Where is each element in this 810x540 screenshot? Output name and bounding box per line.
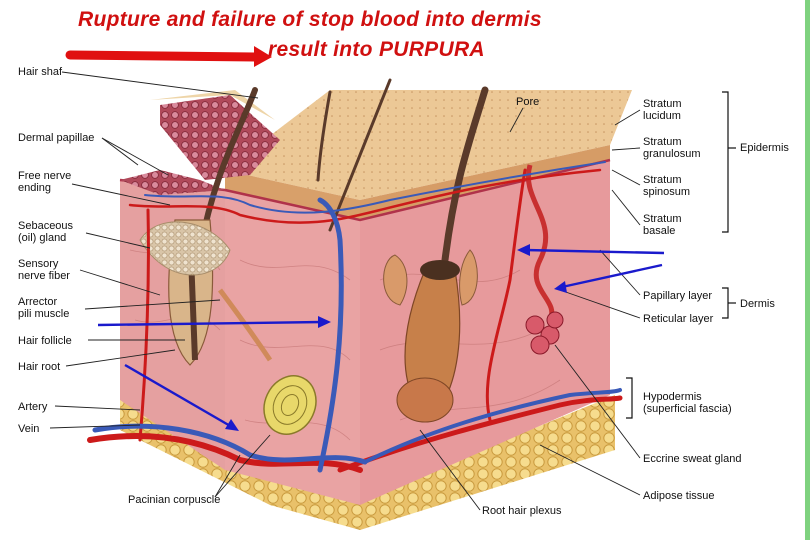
label-pacinian-corpuscle: Pacinian corpuscle — [128, 494, 221, 506]
label-hair-shaft: Hair shaf — [18, 66, 63, 78]
label-sensory-2: nerve fiber — [18, 270, 70, 282]
label-hair-follicle: Hair follicle — [18, 335, 72, 347]
title-line-2: result into PURPURA — [268, 38, 485, 61]
label-stratum-basale-1: Stratum — [643, 213, 682, 225]
label-stratum-spinosum-2: spinosum — [643, 186, 691, 198]
dermal-papillae-flap — [120, 90, 280, 195]
eccrine-sweat-gland — [525, 164, 564, 355]
label-hypodermis-1: Hypodermis — [643, 391, 702, 403]
veins — [92, 161, 622, 473]
label-sensory-1: Sensory — [18, 258, 59, 270]
blue-arrows — [97, 244, 665, 431]
label-sebaceous-2: (oil) gland — [18, 232, 67, 244]
label-stratum-granulosum-1: Stratum — [643, 136, 682, 148]
label-sebaceous-1: Sebaceous — [18, 220, 74, 232]
hair-follicle-left — [139, 219, 273, 366]
label-artery: Artery — [18, 401, 48, 413]
label-arrector-1: Arrector — [18, 296, 58, 308]
label-hair-root: Hair root — [18, 361, 61, 373]
leader-lines — [49, 71, 641, 511]
label-eccrine-sweat-gland: Eccrine sweat gland — [643, 453, 742, 465]
label-free-nerve-ending-1: Free nerve — [18, 170, 72, 182]
label-reticular-layer: Reticular layer — [643, 313, 714, 325]
label-stratum-lucidum-2: lucidum — [643, 110, 681, 122]
label-dermal-papillae: Dermal papillae — [18, 132, 95, 144]
red-arrow — [65, 46, 272, 67]
label-pore: Pore — [516, 96, 540, 108]
label-stratum-basale-2: basale — [643, 225, 676, 237]
label-root-hair-plexus: Root hair plexus — [482, 505, 562, 517]
label-vein: Vein — [18, 423, 40, 435]
label-dermis: Dermis — [740, 298, 775, 310]
label-hypodermis-2: (superficial fascia) — [643, 403, 732, 415]
label-arrector-2: pili muscle — [18, 308, 70, 320]
label-stratum-lucidum-1: Stratum — [643, 98, 682, 110]
label-free-nerve-ending-2: ending — [18, 182, 52, 194]
layer-brackets — [626, 91, 736, 419]
label-stratum-spinosum-1: Stratum — [643, 174, 682, 186]
label-adipose-tissue: Adipose tissue — [643, 490, 715, 502]
pacinian-corpuscle — [263, 375, 317, 435]
right-edge-bar — [805, 0, 810, 540]
label-stratum-granulosum-2: granulosum — [643, 148, 701, 160]
label-epidermis: Epidermis — [740, 142, 789, 154]
label-papillary-layer: Papillary layer — [643, 290, 713, 302]
hair-follicle-right — [383, 249, 478, 423]
title-line-1: Rupture and failure of stop blood into d… — [78, 8, 542, 31]
